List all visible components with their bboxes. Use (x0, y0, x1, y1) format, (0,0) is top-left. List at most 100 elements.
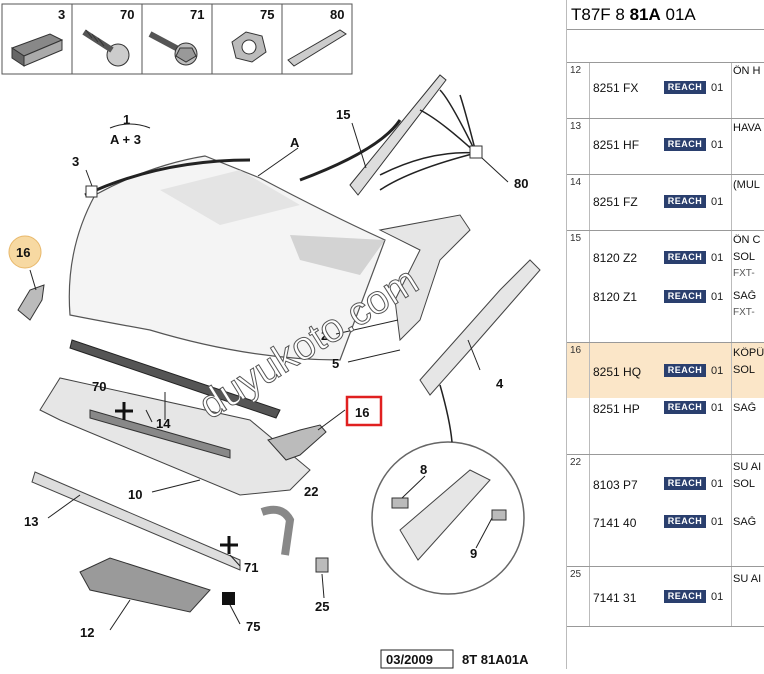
quantity: 01 (711, 82, 724, 94)
seal-strip-14[interactable] (69, 339, 281, 419)
callout-14[interactable]: 14 (156, 416, 171, 431)
part-number[interactable]: 8120 Z2 (593, 251, 638, 265)
quantity: 01 (711, 591, 724, 603)
exploded-view-drawing: 3 70 71 75 80 (1, 3, 541, 669)
quantity: 01 (711, 402, 724, 414)
description: SAĞ (733, 402, 757, 414)
callout-71[interactable]: 71 (244, 560, 258, 575)
reach-badge: REACH (664, 477, 706, 490)
table-row[interactable]: 25 7141 31 REACH 01 SU AI (567, 566, 764, 626)
clip-25[interactable] (315, 557, 329, 573)
bracket-16-right[interactable] (267, 424, 327, 461)
table-row[interactable]: 13 8251 HF REACH 01 HAVA (567, 118, 764, 174)
callout-75[interactable]: 75 (246, 619, 260, 634)
table-row-highlighted[interactable]: 16 8251 HQ REACH 01 KÖPÜ SOL (567, 342, 764, 398)
callout-9[interactable]: 9 (470, 546, 477, 561)
row-index: 16 (570, 345, 582, 356)
part-number[interactable]: 8251 FZ (593, 195, 638, 209)
row-index: 14 (570, 177, 582, 188)
part-number[interactable]: 8251 HQ (593, 365, 642, 379)
part-number[interactable]: 7141 31 (593, 591, 637, 605)
icon-box-3[interactable]: 3 (1, 3, 73, 75)
icon-box-label: 70 (120, 7, 134, 22)
part-number[interactable]: 8251 HP (593, 402, 640, 416)
part-4[interactable] (419, 259, 541, 396)
hose-22[interactable] (260, 505, 295, 556)
diagram-date: 03/2009 (386, 652, 433, 667)
table-row[interactable]: 8251 HP REACH 01 SAĞ (567, 398, 764, 454)
description: SOL (733, 478, 756, 490)
description-sub: FXT- (733, 307, 755, 318)
header-part1: T87F 8 (571, 5, 630, 24)
callout-70[interactable]: 70 (92, 379, 106, 394)
reach-badge: REACH (664, 251, 706, 264)
part-number[interactable]: 7141 40 (593, 516, 637, 530)
callout-22[interactable]: 22 (304, 484, 318, 499)
highlight-box-16 (345, 395, 383, 427)
part-number[interactable]: 8103 P7 (593, 478, 638, 492)
reach-badge: REACH (664, 515, 706, 528)
description: KÖPÜ (733, 347, 764, 359)
reach-badge: REACH (664, 138, 706, 151)
callout-4[interactable]: 4 (496, 376, 504, 391)
callout-10[interactable]: 10 (128, 487, 142, 502)
callout-2[interactable]: 2 (321, 328, 328, 343)
diagram-reference: 8T 81A01A (462, 652, 529, 667)
reach-badge: REACH (664, 81, 706, 94)
pillar-trim-15[interactable] (349, 74, 447, 196)
detail-view-circle[interactable] (371, 441, 525, 595)
quantity: 01 (711, 365, 724, 377)
icon-box-label: 3 (58, 7, 65, 22)
callout-3[interactable]: 3 (72, 154, 79, 169)
part-number[interactable]: 8251 FX (593, 81, 639, 95)
windshield-glass[interactable] (68, 155, 386, 361)
callout-15[interactable]: 15 (336, 107, 350, 122)
highlight-circle-16 (8, 235, 42, 269)
brace-2-5[interactable] (378, 214, 471, 342)
callout-12[interactable]: 12 (80, 625, 94, 640)
callout-8[interactable]: 8 (420, 462, 427, 477)
callout-5[interactable]: 5 (332, 356, 339, 371)
table-row[interactable]: 22 8103 P7 REACH 01 SU AI SOL 7141 40 RE… (567, 454, 764, 566)
part-number[interactable]: 8120 Z1 (593, 290, 638, 304)
callout-13[interactable]: 13 (24, 514, 38, 529)
table-row[interactable]: 12 8251 FX REACH 01 ÖN H (567, 62, 764, 118)
callout-80[interactable]: 80 (514, 176, 528, 191)
reach-badge: REACH (664, 290, 706, 303)
callout-16-box[interactable]: 16 (355, 405, 369, 420)
icon-box-70[interactable]: 70 (71, 3, 143, 75)
description: ÖN C (733, 234, 761, 246)
quantity: 01 (711, 252, 724, 264)
callout-16-circle[interactable]: 16 (16, 245, 30, 260)
row-index: 12 (570, 65, 582, 76)
table-row[interactable]: 14 8251 FZ REACH 01 (MUL (567, 174, 764, 230)
panel-12[interactable] (79, 557, 211, 613)
quantity: 01 (711, 478, 724, 490)
icon-box-label: 71 (190, 7, 204, 22)
callout-25[interactable]: 25 (315, 599, 329, 614)
icon-box-80[interactable]: 80 (281, 3, 353, 75)
description: SOL (733, 364, 756, 376)
quantity: 01 (711, 139, 724, 151)
part-number[interactable]: 8251 HF (593, 138, 640, 152)
parts-diagram: 3 70 71 75 80 (1, 3, 541, 669)
callout-1[interactable]: 1 (123, 112, 130, 127)
header-bold: 81A (629, 5, 661, 24)
description-sub: FXT- (733, 268, 755, 279)
description: SAĞ (733, 516, 757, 528)
icon-box-label: 75 (260, 7, 274, 22)
row-index: 22 (570, 457, 582, 468)
icon-box-75[interactable]: 75 (211, 3, 283, 75)
table-row[interactable]: 15 8120 Z2 REACH 01 ÖN C SOL FXT- 8120 Z… (567, 230, 764, 342)
bracket-16-left[interactable] (17, 284, 45, 321)
cowl-panel-10[interactable] (39, 377, 311, 496)
strip-13[interactable] (31, 471, 241, 571)
description: SU AI (733, 461, 762, 473)
callout-A[interactable]: A (290, 135, 300, 150)
icon-box-label: 80 (330, 7, 344, 22)
row-index: 25 (570, 569, 582, 580)
icon-box-71[interactable]: 71 (141, 3, 213, 75)
reach-badge: REACH (664, 590, 706, 603)
reach-badge: REACH (664, 401, 706, 414)
row-index: 15 (570, 233, 582, 244)
